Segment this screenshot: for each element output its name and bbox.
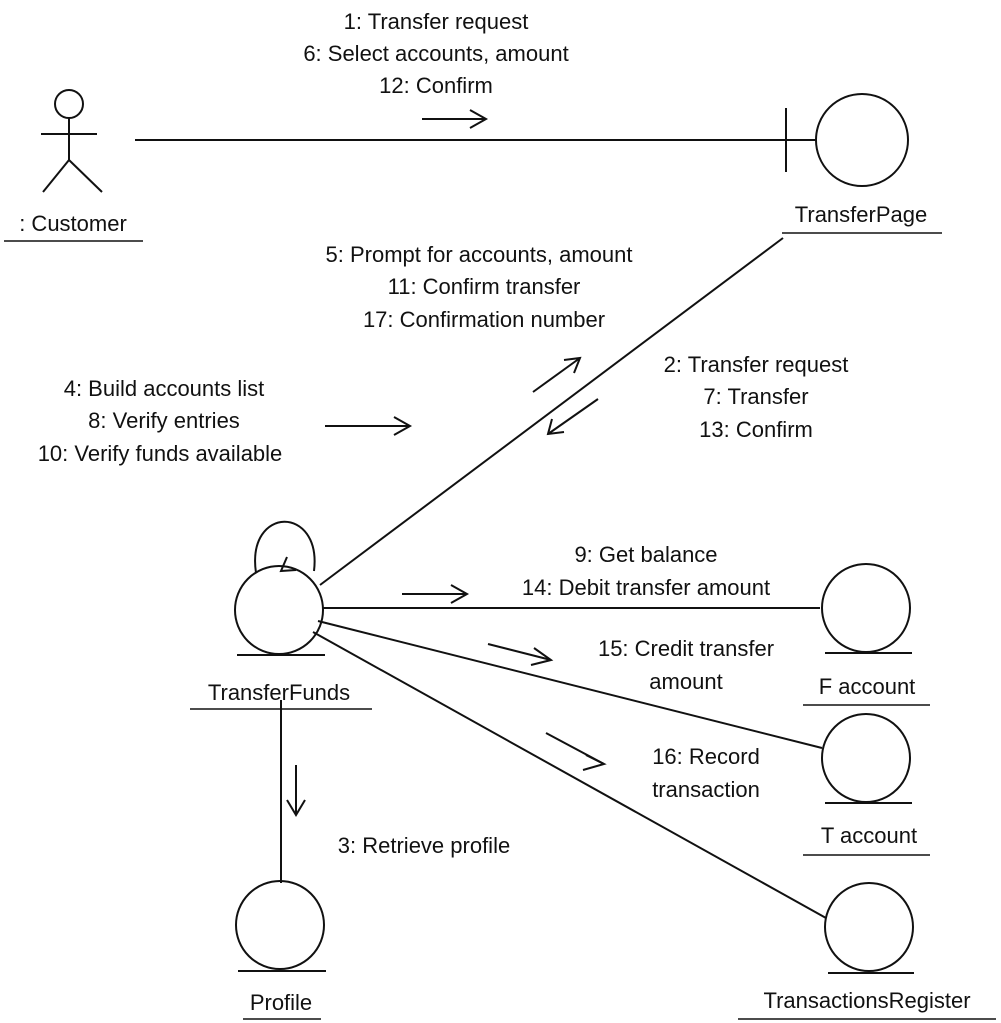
message-label-16: 16: Record — [652, 744, 760, 769]
transactionsregister-label: TransactionsRegister — [763, 988, 970, 1013]
message-label-15-cont: amount — [649, 669, 722, 694]
customer-actor[interactable] — [41, 89, 103, 193]
message-label-11: 11: Confirm transfer — [388, 274, 581, 299]
arrow-transferfunds-to-taccount — [487, 643, 554, 666]
message-label-16-cont: transaction — [652, 777, 760, 802]
customer-label: : Customer — [19, 211, 127, 236]
transferpage-label: TransferPage — [795, 202, 927, 227]
message-label-1: 1: Transfer request — [344, 9, 529, 34]
message-label-6: 6: Select accounts, amount — [303, 41, 568, 66]
message-label-14: 14: Debit transfer amount — [522, 575, 770, 600]
message-label-7: 7: Transfer — [703, 384, 808, 409]
arrow-self-message — [325, 416, 413, 436]
transactionsregister-entity-object[interactable] — [824, 882, 914, 974]
message-label-15: 15: Credit transfer — [598, 636, 774, 661]
arrow-transferfunds-to-transferpage — [532, 356, 582, 393]
arrow-transferpage-to-transferfunds — [546, 398, 599, 436]
transferfunds-control-object[interactable] — [234, 565, 325, 656]
message-label-9: 9: Get balance — [574, 542, 717, 567]
link-transferfunds-register — [312, 631, 827, 919]
message-label-8: 8: Verify entries — [88, 408, 240, 433]
message-label-3: 3: Retrieve profile — [338, 833, 510, 858]
t-account-entity-object[interactable] — [821, 713, 912, 804]
message-label-17: 17: Confirmation number — [363, 307, 605, 332]
message-label-10: 10: Verify funds available — [38, 441, 283, 466]
f-account-label: F account — [819, 674, 916, 699]
t-account-label: T account — [821, 823, 917, 848]
message-label-2: 2: Transfer request — [664, 352, 849, 377]
message-label-5: 5: Prompt for accounts, amount — [326, 242, 633, 267]
transferpage-boundary-object[interactable] — [785, 93, 909, 187]
arrow-customer-to-transferpage — [422, 109, 489, 129]
profile-label: Profile — [250, 990, 312, 1015]
f-account-entity-object[interactable] — [821, 563, 912, 654]
arrow-transferfunds-to-profile — [286, 765, 306, 817]
arrow-transferfunds-to-faccount — [402, 584, 470, 604]
arrow-transferfunds-to-register — [545, 732, 607, 771]
link-transferpage-transferfunds — [319, 237, 784, 586]
profile-entity-object[interactable] — [235, 880, 326, 972]
self-link-arrowhead — [279, 556, 297, 573]
message-label-12: 12: Confirm — [379, 73, 493, 98]
message-label-13: 13: Confirm — [699, 417, 813, 442]
link-transferfunds-taccount — [317, 620, 823, 749]
transferfunds-label: TransferFunds — [208, 680, 350, 705]
self-link-transferfunds — [254, 520, 316, 574]
message-label-4: 4: Build accounts list — [64, 376, 265, 401]
